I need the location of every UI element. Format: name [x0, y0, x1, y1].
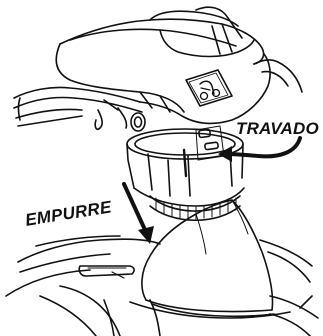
upper-seat-shell — [14, 7, 302, 131]
lock-label: TRAVADO — [236, 120, 319, 137]
child-seat-icon — [186, 70, 232, 106]
locking-ring — [127, 126, 244, 220]
push-arrow — [124, 184, 154, 244]
